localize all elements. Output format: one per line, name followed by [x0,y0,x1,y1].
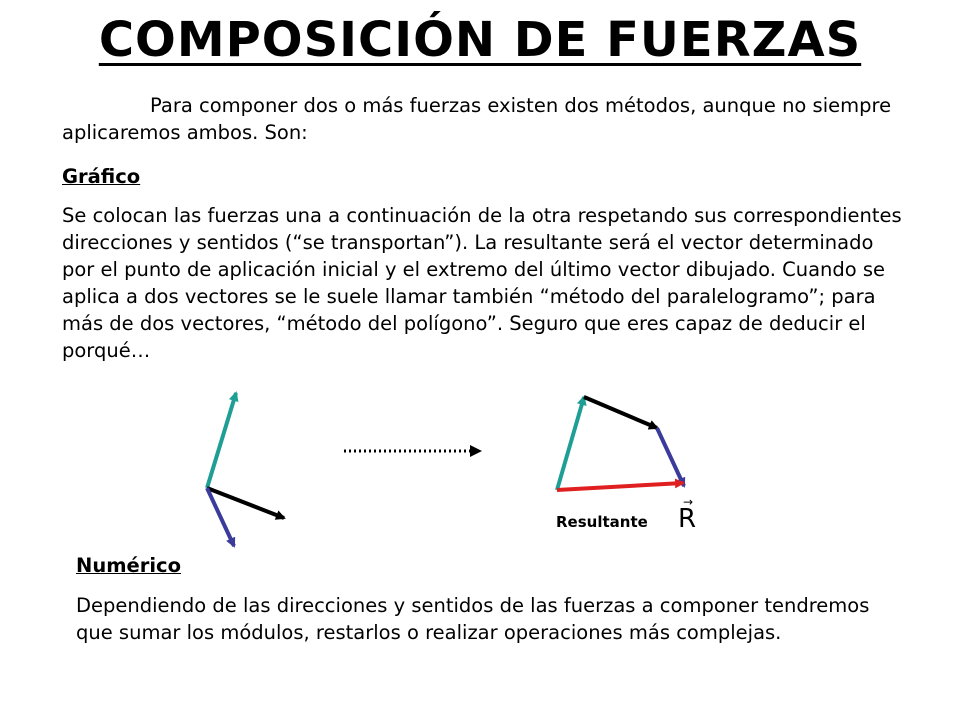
dotted-arrow-head [470,445,482,457]
vector-diagram [205,391,686,548]
polygon-vector-black [583,395,659,430]
intro-paragraph: Para componer dos o más fuerzas existen … [62,94,892,144]
numerico-heading: Numérico [76,554,182,577]
resultant-symbol: R [678,504,697,534]
page-title: COMPOSICIÓN DE FUERZAS [98,12,862,68]
force-vector-purple [205,487,236,548]
resultant-label: Resultante [556,513,648,531]
resultant-vector [556,478,685,492]
numerico-paragraph: Dependiendo de las direcciones y sentido… [76,594,870,644]
vector-arrow-icon: → [683,495,694,509]
force-vector-teal [205,391,239,489]
polygon-vector-teal [555,395,587,491]
grafico-paragraph: Se colocan las fuerzas una a continuació… [62,204,902,362]
grafico-heading: Gráfico [62,165,141,188]
force-vector-black [206,486,286,520]
polygon-vector-purple [655,427,686,488]
